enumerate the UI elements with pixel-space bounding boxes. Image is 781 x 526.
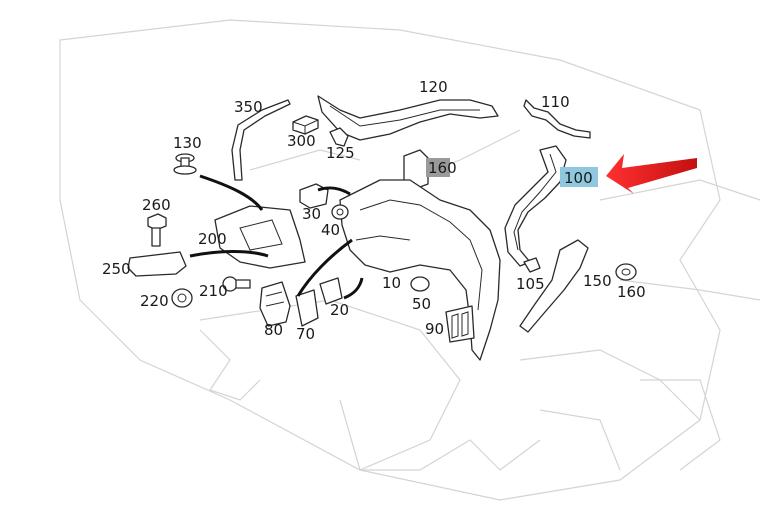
callout-350: 350	[234, 98, 263, 116]
part-125	[329, 127, 349, 147]
part-20	[319, 277, 343, 305]
part-10	[339, 179, 501, 361]
part-70	[295, 289, 319, 327]
callout-125: 125	[326, 144, 355, 162]
part-300	[292, 115, 319, 135]
part-105	[523, 257, 541, 273]
callout-90: 90	[425, 320, 444, 338]
callout-70: 70	[296, 325, 315, 343]
highlight-pointer-arrow	[606, 154, 697, 194]
callout-150: 150	[583, 272, 612, 290]
part-260	[147, 213, 167, 247]
callout-100-highlight	[560, 167, 598, 187]
callout-40: 40	[321, 221, 340, 239]
part-120	[317, 95, 499, 141]
callout-50: 50	[412, 295, 431, 313]
callout-300: 300	[287, 132, 316, 150]
callout-160-grey-badge	[426, 158, 450, 177]
part-350	[231, 99, 291, 181]
callout-105: 105	[516, 275, 545, 293]
assembly-arrows	[189, 174, 364, 300]
callout-10: 10	[382, 274, 401, 292]
callout-110: 110	[541, 93, 570, 111]
callout-160-lower: 160	[617, 283, 646, 301]
callout-30: 30	[302, 205, 321, 223]
callout-160-upper: 160	[428, 159, 457, 177]
part-90	[445, 305, 475, 343]
callout-120: 120	[419, 78, 448, 96]
callout-260: 260	[142, 196, 171, 214]
part-130	[173, 153, 197, 175]
part-50	[410, 276, 430, 292]
part-110	[523, 99, 591, 139]
part-100	[504, 145, 567, 267]
part-220	[171, 288, 193, 308]
part-160-lower	[615, 263, 637, 281]
part-250	[127, 251, 187, 277]
callout-130: 130	[173, 134, 202, 152]
callout-250: 250	[102, 260, 131, 278]
callout-200: 200	[198, 230, 227, 248]
callout-labels: 350 120 110 300 125 130 160 100 260 30 4…	[102, 78, 646, 343]
callout-210: 210	[199, 282, 228, 300]
callout-100: 100	[564, 169, 593, 187]
callout-20: 20	[330, 301, 349, 319]
part-210	[222, 276, 251, 292]
part-40	[331, 204, 349, 220]
part-80	[259, 281, 291, 327]
callout-220: 220	[140, 292, 169, 310]
part-200	[214, 205, 306, 269]
part-150	[519, 239, 589, 333]
callout-80: 80	[264, 321, 283, 339]
